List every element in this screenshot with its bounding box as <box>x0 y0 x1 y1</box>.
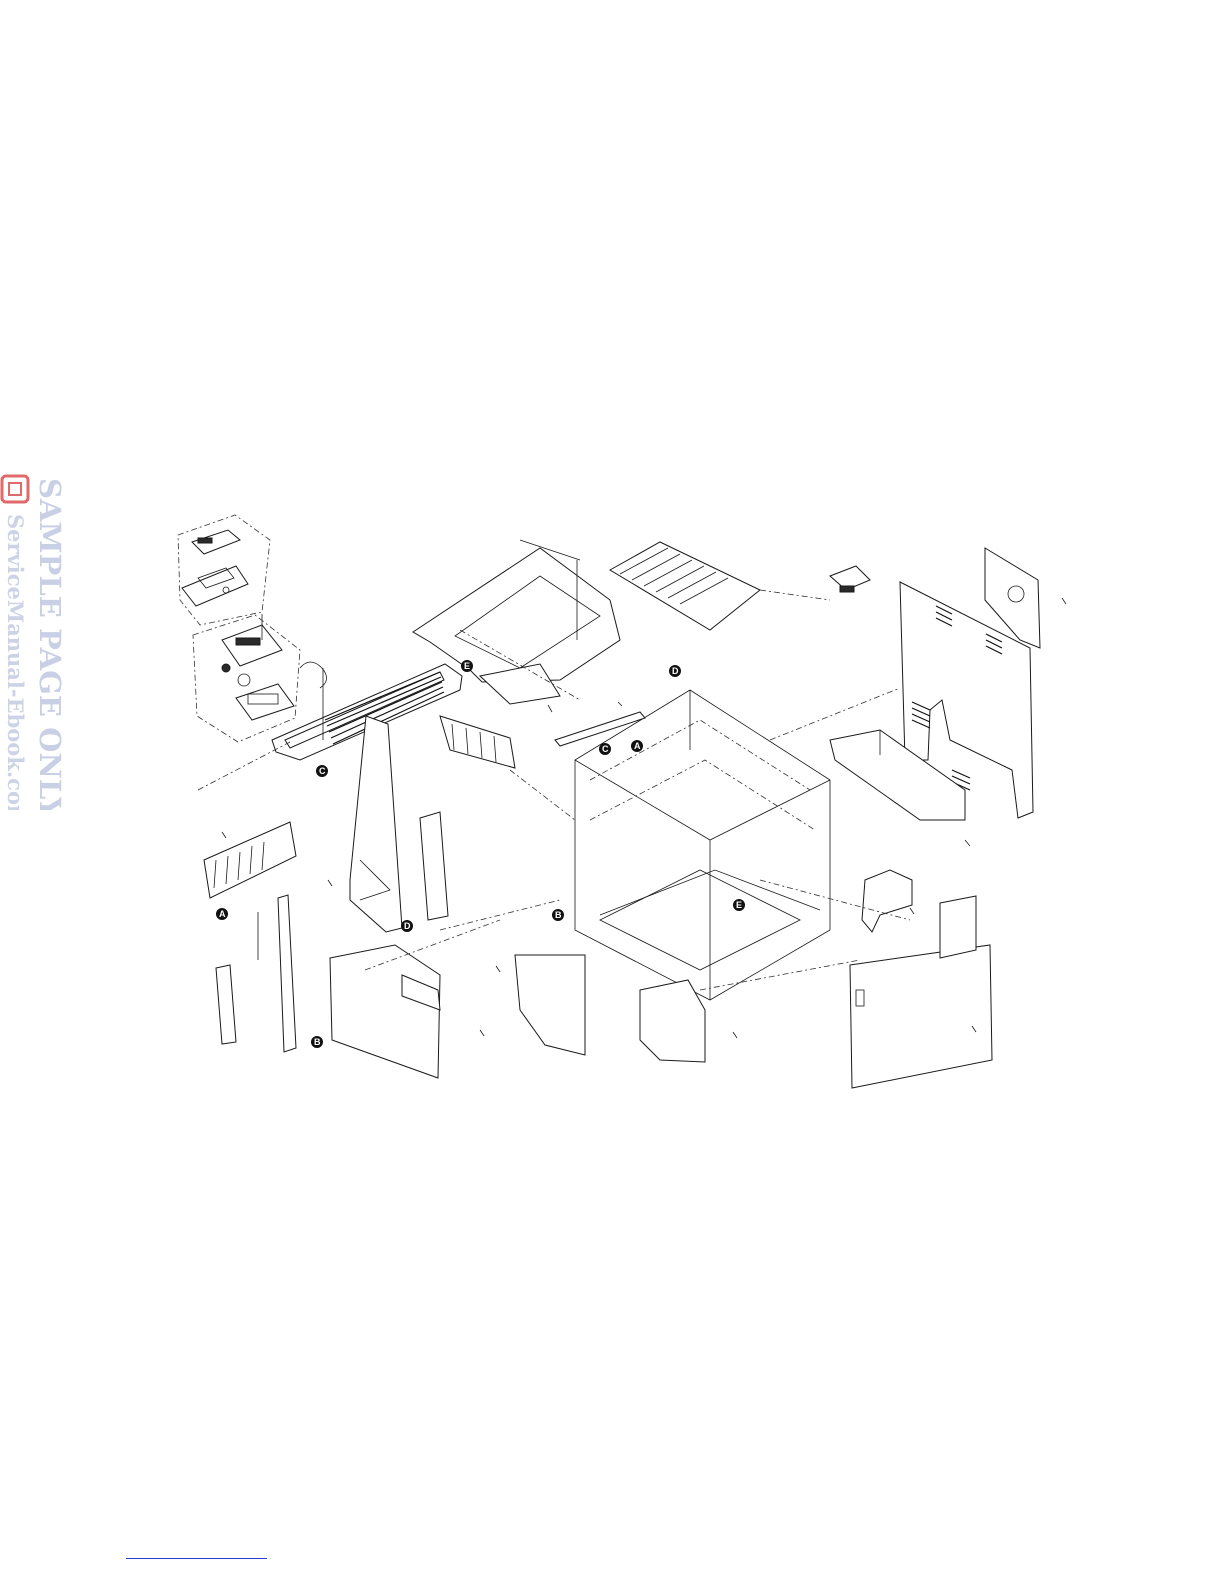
svg-text:E: E <box>736 900 742 910</box>
callout-a-frame: A <box>631 740 643 752</box>
right-side-cover <box>830 730 965 820</box>
callout-d-left: D <box>401 920 413 932</box>
front-cover <box>330 945 440 1078</box>
main-frame <box>575 690 830 1000</box>
callout-c-panel: C <box>316 765 328 777</box>
right-front-bracket <box>862 870 912 932</box>
svg-text:D: D <box>404 921 411 931</box>
svg-text:B: B <box>314 1037 321 1047</box>
left-frame-cover <box>350 716 402 932</box>
output-tray <box>610 542 830 630</box>
control-panel-board <box>222 625 294 720</box>
callout-b-left: B <box>311 1036 323 1048</box>
paper-guide-tray <box>204 822 296 898</box>
svg-text:B: B <box>555 910 562 920</box>
panel-overlay-card <box>192 530 240 554</box>
svg-text:E: E <box>464 661 470 671</box>
left-inner-frame <box>420 812 448 920</box>
rail-bar <box>555 712 645 746</box>
footer-rule <box>126 1558 267 1559</box>
left-guide-rail <box>216 895 296 1052</box>
small-bracket <box>830 566 870 592</box>
svg-text:C: C <box>319 766 326 776</box>
svg-text:C: C <box>602 744 609 754</box>
callout-b-frame: B <box>552 909 564 921</box>
paper-guide-upper <box>440 716 515 768</box>
svg-text:A: A <box>634 741 641 751</box>
front-lower-cover <box>515 955 705 1062</box>
svg-text:A: A <box>219 909 226 919</box>
callout-e-frame: E <box>733 899 745 911</box>
connection-lines <box>198 630 910 990</box>
callout-e-top: E <box>461 660 473 672</box>
callout-c-frame: C <box>599 743 611 755</box>
callout-a-left: A <box>216 908 228 920</box>
control-panel-cover <box>182 566 248 606</box>
callout-d-frame: D <box>669 665 681 677</box>
control-panel-group <box>178 515 327 742</box>
svg-text:D: D <box>672 666 679 676</box>
